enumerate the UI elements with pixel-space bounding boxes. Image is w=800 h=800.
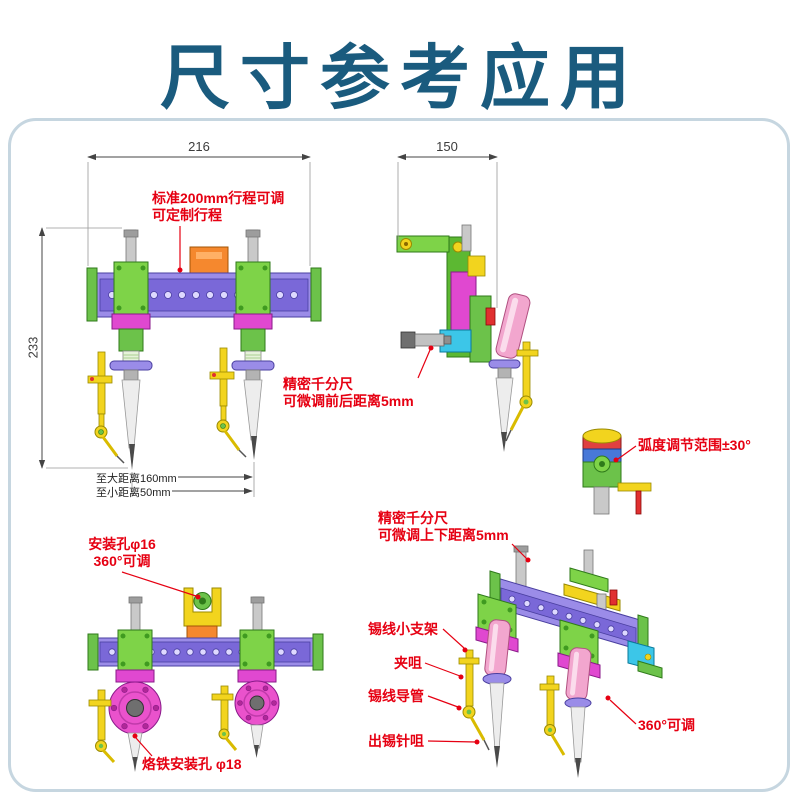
clamp-callout: 夹咀 [394, 655, 422, 671]
wire-feeder-right [209, 347, 247, 458]
vertical-micrometer-callout: 精密千分尺 可微调上下距离5mm [378, 510, 509, 544]
soldering-tip [243, 379, 263, 441]
callout-leader-lines [121, 226, 637, 757]
front-view-drawing [86, 229, 322, 470]
flange [564, 697, 592, 709]
soldering-tip [570, 706, 586, 763]
wire-feeder-front [458, 649, 490, 751]
max-distance-label: 至大距离160mm [96, 473, 177, 485]
side-view-dimension-lines [397, 153, 498, 308]
rail-end-cap [310, 267, 322, 322]
clamp-band [233, 313, 273, 330]
stroke-callout-line2: 可定制行程 [152, 207, 222, 223]
iron-hole-callout: 烙铁安装孔 φ18 [142, 756, 242, 772]
rotary-head-left [108, 629, 162, 772]
flange [231, 360, 275, 371]
motor-block [189, 246, 229, 274]
solder-head-right [231, 261, 275, 460]
rail-end-cap [312, 633, 324, 671]
front-micrometer-callout: 精密千分尺 可微调前后距离5mm [283, 376, 414, 410]
mount-hole-line1: 安装孔φ16 [88, 536, 156, 552]
front-micrometer-line2: 可微调前后距离5mm [283, 393, 414, 409]
mount-hole-callout: 安装孔φ16 360°可调 [78, 536, 166, 570]
dimension-233: 233 [25, 336, 41, 359]
rotate-360-callout: 360°可调 [638, 717, 695, 733]
wire-feeder-right [211, 685, 238, 751]
soldering-tip [489, 682, 505, 751]
slider-block [235, 261, 271, 315]
rail-end-assembly [627, 640, 663, 679]
micrometer [400, 331, 452, 349]
soldering-tip [495, 377, 514, 437]
solder-head-rear [557, 619, 601, 778]
arc-range-callout: 弧度调节范围±30° [638, 437, 751, 453]
mount-view-drawing [87, 587, 324, 772]
wire-tube-callout: 锡线导管 [368, 688, 424, 704]
solder-head-left [109, 261, 153, 470]
wire-feeder [505, 341, 539, 442]
mount-hole-line2: 360°可调 [93, 553, 151, 569]
flange [109, 360, 153, 371]
dimension-150: 150 [436, 139, 458, 154]
front-micrometer-line1: 精密千分尺 [283, 376, 353, 392]
wire-feeder-left [87, 351, 125, 464]
stroke-callout: 标准200mm行程可调 可定制行程 [152, 190, 284, 224]
arc-adjuster-drawing [582, 428, 652, 515]
stroke-callout-line1: 标准200mm行程可调 [152, 190, 285, 206]
min-distance-label: 至小距离50mm [96, 487, 171, 499]
wire-feeder-left [88, 689, 116, 764]
rail-end-cap [86, 267, 98, 322]
perspective-view-drawing [458, 545, 663, 778]
vertical-micrometer-line2: 可微调上下距离5mm [378, 527, 509, 543]
rail-end-cap [87, 633, 99, 671]
dimension-216: 216 [188, 139, 210, 154]
side-view-drawing [396, 224, 539, 452]
rail-holes [508, 595, 629, 637]
wire-bracket-callout: 锡线小支架 [368, 621, 438, 637]
soldering-tip [121, 379, 141, 449]
rotary-head-right [234, 629, 280, 758]
solder-needle-callout: 出锡针咀 [368, 733, 424, 749]
flange [488, 359, 521, 369]
solder-head-front [475, 593, 519, 768]
wire-feeder-rear [539, 675, 566, 756]
page-title: 尺寸参考应用 [160, 39, 640, 117]
vertical-micrometer-line1: 精密千分尺 [378, 510, 448, 526]
clamp-band [111, 313, 151, 330]
front-view-dimension-lines [38, 153, 311, 497]
